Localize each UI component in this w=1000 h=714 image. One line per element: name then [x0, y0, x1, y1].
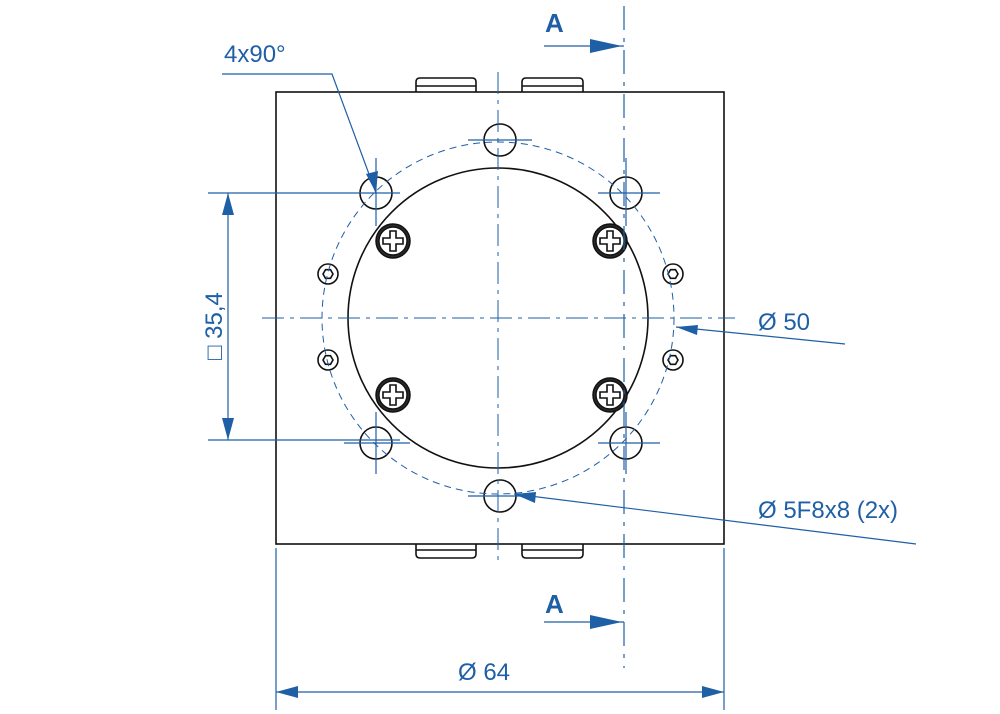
phillips-screw-upper-right: [592, 223, 628, 259]
bottom-right-connector: [521, 544, 584, 559]
hex-screw-right-lower: [662, 349, 684, 371]
square-side-label: □ 35,4: [201, 292, 228, 360]
pitch-circle: [321, 141, 675, 495]
hex-screw-left-lower: [317, 349, 339, 371]
outer-diameter-label: Ø 64: [458, 659, 510, 686]
dimensions: 4x90° □ 35,4 Ø 50 Ø 5F8x8 (2x) Ø 64: [201, 41, 917, 710]
bottom-left-connector: [415, 544, 477, 559]
section-mark-top: A: [545, 8, 564, 38]
center-lines: [208, 72, 735, 566]
hex-screw-left-upper: [317, 263, 339, 285]
phillips-screw-lower-right: [592, 377, 628, 413]
dowel-leader: [513, 493, 917, 545]
phillips-screw-lower-left: [375, 377, 411, 413]
phillips-screw-upper-left: [375, 223, 411, 259]
hex-screw-right-upper: [662, 263, 684, 285]
top-right-connector: [521, 77, 584, 92]
dowel-holes-label: Ø 5F8x8 (2x): [758, 497, 898, 524]
bolt-circle-leader: [675, 326, 846, 345]
bolt-circle-label: Ø 50: [758, 309, 810, 336]
section-line-a: A A: [544, 6, 625, 668]
section-mark-bottom: A: [545, 589, 564, 619]
angle-note: 4x90°: [224, 41, 286, 68]
top-left-connector: [415, 77, 477, 92]
angle-leader: [222, 73, 377, 194]
